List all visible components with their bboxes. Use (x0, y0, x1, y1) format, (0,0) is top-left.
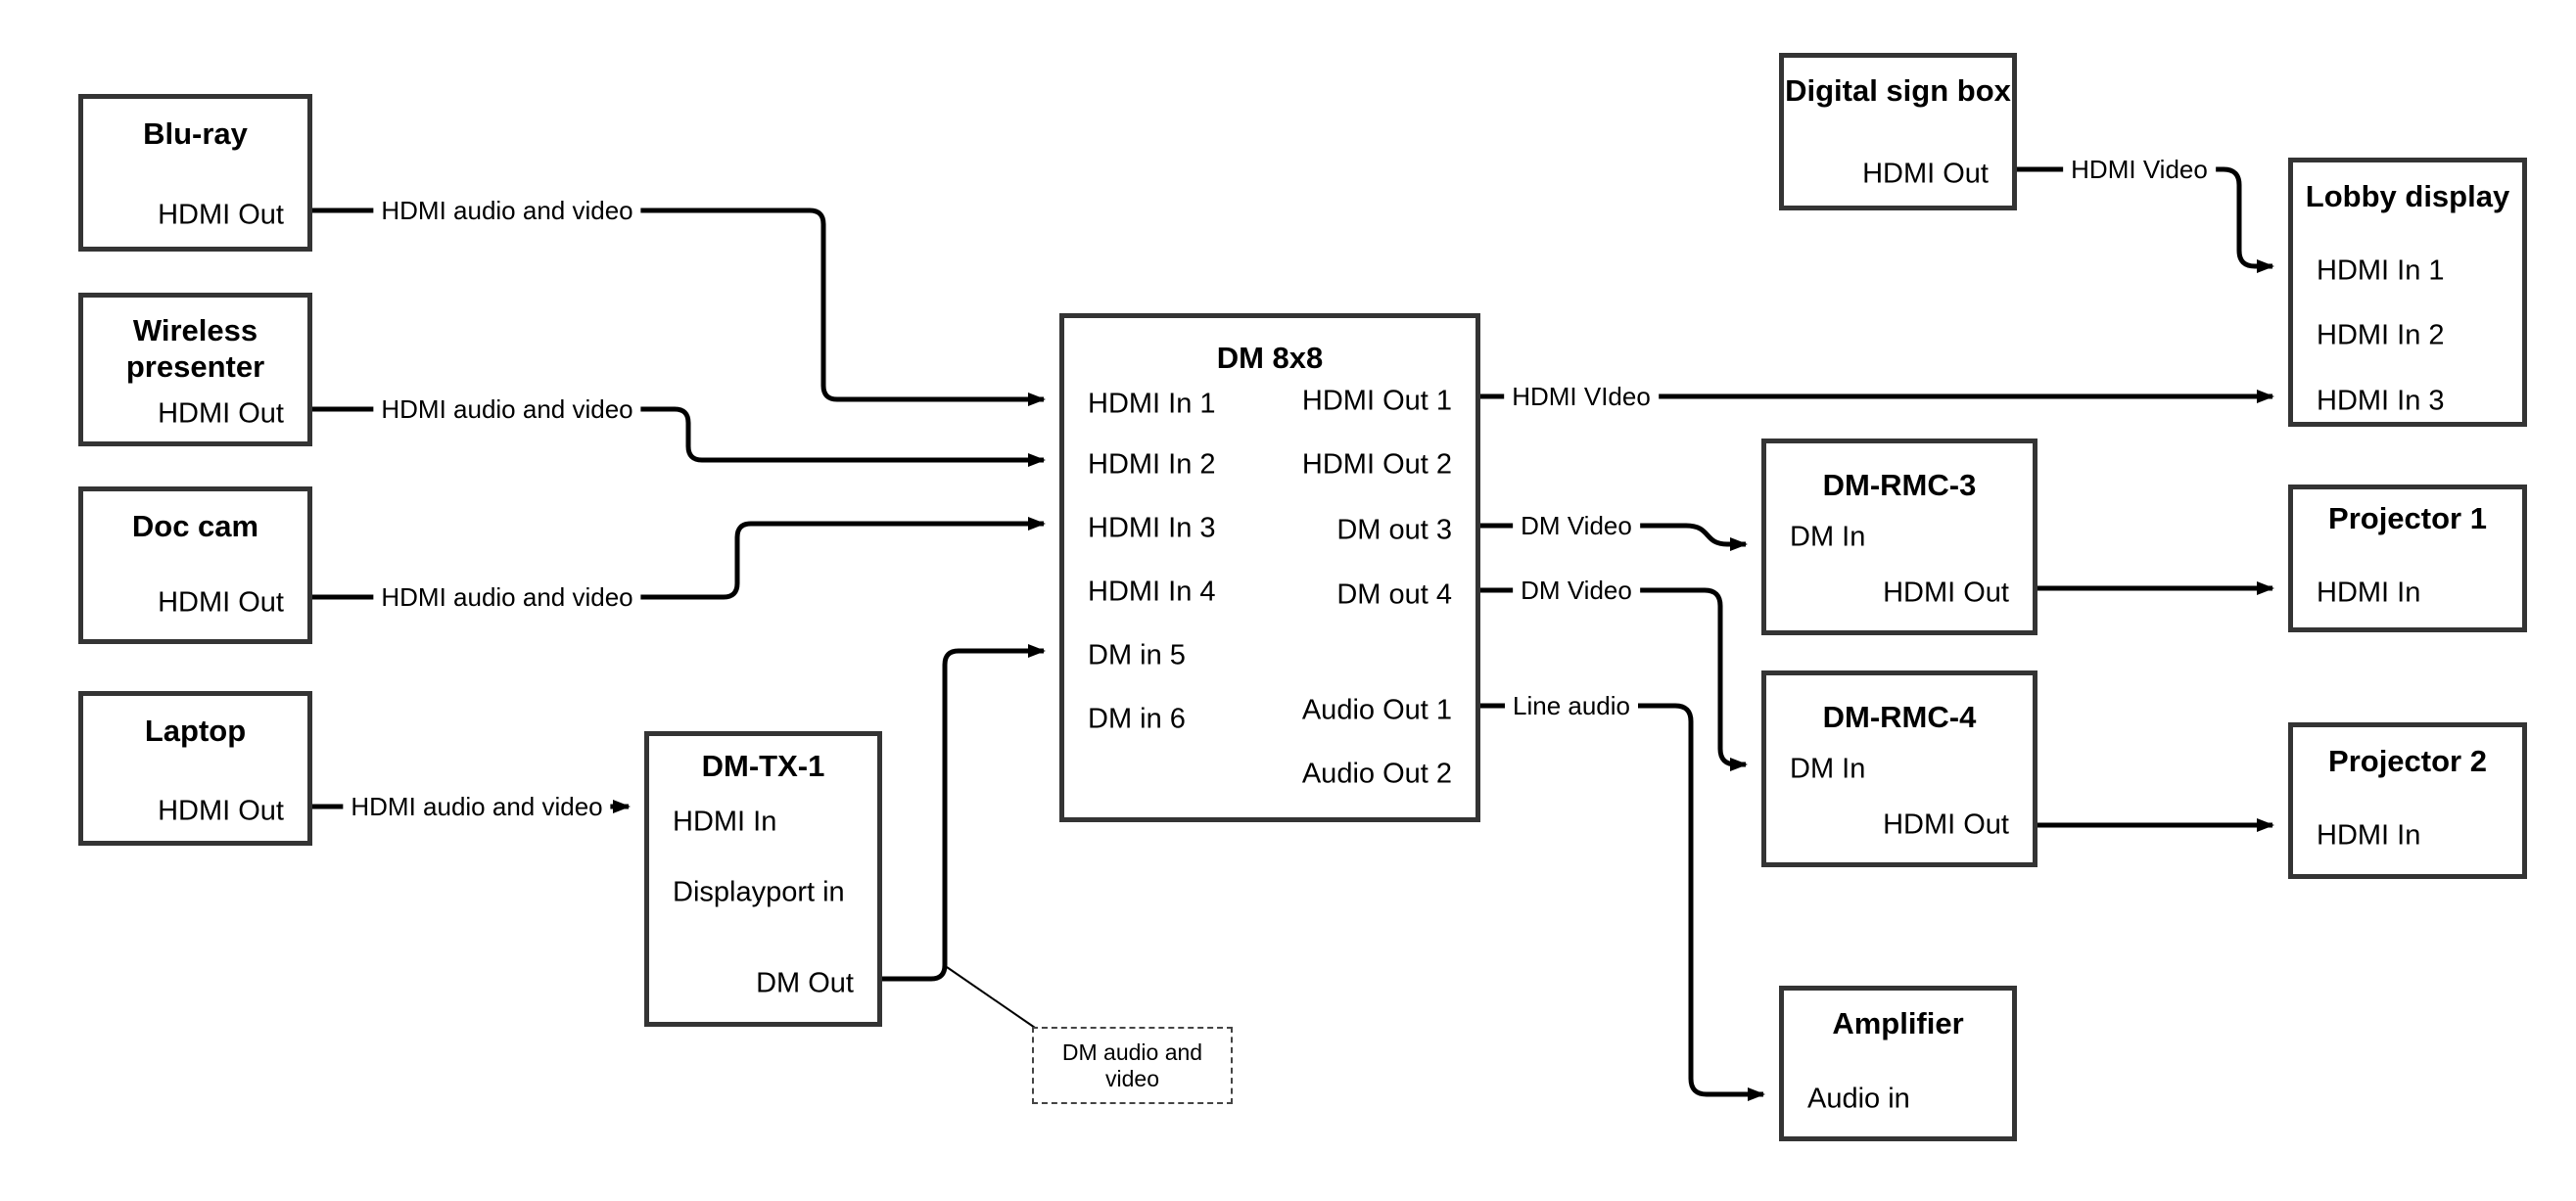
port-dm-in: DM In (1790, 521, 1866, 553)
note-leader-line (946, 966, 1039, 1031)
port-audio-out-2: Audio Out 2 (1301, 758, 1452, 790)
node-title: Laptop (144, 714, 247, 748)
node-title: Doc cam (131, 509, 259, 543)
node-dm-rmc-4[interactable]: DM-RMC-4 DM In HDMI Out (1761, 670, 2037, 867)
node-projector-1[interactable]: Projector 1 HDMI In (2288, 485, 2527, 632)
edge-label-dm-video-4: DM Video (1513, 575, 1640, 606)
port-hdmi-out-1: HDMI Out 1 (1301, 385, 1452, 417)
node-title: Projector 1 (2328, 501, 2487, 535)
node-digital-sign-box[interactable]: Digital sign box HDMI Out (1779, 53, 2017, 210)
edge-label-laptop: HDMI audio and video (343, 791, 611, 822)
port-dm-out-3: DM out 3 (1336, 514, 1452, 546)
edge-doccam-to-dm8x8-hdmi-in-3 (312, 517, 1046, 600)
edge-label-bluray: HDMI audio and video (373, 195, 641, 226)
edge-dm8x8-dm-out-3-to-dmrmc3-dm-in (1480, 523, 1748, 551)
edge-dm8x8-audio-out-1-to-amplifier (1480, 703, 1765, 1101)
port-hdmi-in-2: HDMI In 2 (2317, 319, 2445, 351)
port-dm-in: DM In (1790, 753, 1866, 785)
edge-bluray-to-dm8x8-hdmi-in-1 (312, 208, 1046, 406)
node-amplifier[interactable]: Amplifier Audio in (1779, 986, 2017, 1141)
node-laptop[interactable]: Laptop HDMI Out (78, 691, 312, 846)
port-dm-in-6: DM in 6 (1088, 703, 1186, 735)
port-hdmi-out: HDMI Out (158, 397, 284, 430)
port-hdmi-in: HDMI In (673, 806, 777, 838)
node-title: DM-RMC-3 (1822, 468, 1977, 502)
port-dm-out-4: DM out 4 (1336, 578, 1452, 611)
port-hdmi-out: HDMI Out (1862, 158, 1989, 190)
port-hdmi-in-1: HDMI In 1 (2317, 254, 2445, 287)
node-title: DM-RMC-4 (1822, 700, 1977, 734)
note-dm-audio-and-video[interactable]: DM audio and video (1032, 1027, 1233, 1104)
port-hdmi-out: HDMI Out (1883, 808, 2009, 841)
edge-dmtx1-dm-out-to-dm8x8-dm-in-5 (882, 644, 1046, 982)
port-displayport-in: Displayport in (673, 876, 845, 908)
edge-label-doccam: HDMI audio and video (373, 581, 641, 613)
node-dm-rmc-3[interactable]: DM-RMC-3 DM In HDMI Out (1761, 439, 2037, 635)
edge-wireless-to-dm8x8-hdmi-in-2 (312, 406, 1046, 467)
node-title: Wireless presenter (125, 313, 265, 384)
port-hdmi-out: HDMI Out (1883, 577, 2009, 609)
node-lobby-display[interactable]: Lobby display HDMI In 1 HDMI In 2 HDMI I… (2288, 158, 2527, 427)
port-hdmi-in-2: HDMI In 2 (1088, 448, 1216, 481)
edge-digital-sign-to-lobby-hdmi-in-1 (2017, 166, 2274, 273)
port-hdmi-in-3: HDMI In 3 (2317, 385, 2445, 417)
edge-dm8x8-dm-out-4-to-dmrmc4-dm-in (1480, 587, 1748, 771)
node-dm-tx-1[interactable]: DM-TX-1 HDMI In Displayport in DM Out (644, 731, 882, 1027)
node-title: Digital sign box (1785, 73, 2011, 108)
node-title: Projector 2 (2328, 744, 2487, 778)
port-audio-in: Audio in (1807, 1083, 1910, 1115)
node-wireless-presenter[interactable]: Wireless presenter HDMI Out (78, 293, 312, 446)
edge-label-wireless: HDMI audio and video (373, 393, 641, 425)
port-dm-out: DM Out (756, 967, 854, 999)
node-doc-cam[interactable]: Doc cam HDMI Out (78, 486, 312, 644)
port-audio-out-1: Audio Out 1 (1301, 694, 1452, 726)
port-hdmi-in-1: HDMI In 1 (1088, 388, 1216, 420)
port-hdmi-out: HDMI Out (158, 586, 284, 619)
node-title: Lobby display (2305, 179, 2510, 213)
node-title: DM 8x8 (1216, 341, 1324, 375)
edge-label-dm-video-3: DM Video (1513, 510, 1640, 541)
port-hdmi-in-3: HDMI In 3 (1088, 512, 1216, 544)
port-hdmi-out: HDMI Out (158, 199, 284, 231)
node-title: Amplifier (1832, 1006, 1964, 1040)
node-dm-8x8[interactable]: DM 8x8 HDMI In 1 HDMI In 2 HDMI In 3 HDM… (1059, 313, 1480, 822)
edge-label-hdmi-video-sign: HDMI Video (2063, 154, 2216, 185)
port-hdmi-in-4: HDMI In 4 (1088, 576, 1216, 608)
port-hdmi-out-2: HDMI Out 2 (1301, 448, 1452, 481)
port-hdmi-in: HDMI In (2317, 577, 2421, 609)
port-dm-in-5: DM in 5 (1088, 639, 1186, 671)
port-hdmi-in: HDMI In (2317, 819, 2421, 852)
edge-label-hdmi-video-out1: HDMI VIdeo (1504, 381, 1659, 412)
node-title: DM-TX-1 (701, 749, 825, 783)
node-projector-2[interactable]: Projector 2 HDMI In (2288, 722, 2527, 879)
node-title: Blu-ray (143, 116, 248, 151)
node-bluray[interactable]: Blu-ray HDMI Out (78, 94, 312, 252)
edge-label-line-audio: Line audio (1505, 690, 1638, 721)
port-hdmi-out: HDMI Out (158, 795, 284, 827)
